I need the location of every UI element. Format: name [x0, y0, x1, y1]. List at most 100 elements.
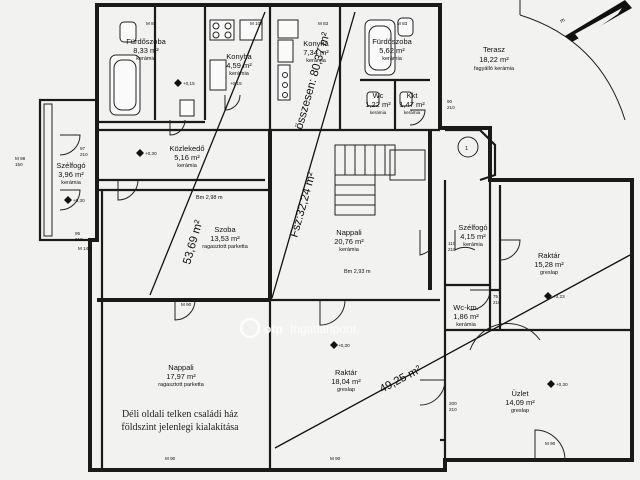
- ceiling-height: Bm 2,98 m: [196, 195, 223, 201]
- room-name: Raktár: [538, 251, 561, 260]
- room-floor: kerámia: [177, 163, 198, 169]
- room-name: Raktár: [335, 368, 358, 377]
- room-name: Wc: [373, 91, 384, 100]
- svg-text:M 83: M 83: [318, 21, 329, 26]
- caption-line-2: földszint jelenlegi kialakítása: [121, 422, 239, 433]
- room-name: Kkt: [407, 91, 419, 100]
- svg-text:210: 210: [449, 407, 457, 412]
- room-area: 13,53 m²: [210, 234, 240, 243]
- room-area: 3,96 m²: [58, 170, 84, 179]
- room-floor: kerámia: [370, 110, 387, 115]
- svg-text:M 108: M 108: [250, 21, 263, 26]
- room-area: 8,33 m²: [133, 46, 159, 55]
- right-entry: [445, 128, 497, 182]
- room-name: Üzlet: [511, 389, 529, 398]
- room-name: Nappali: [336, 228, 362, 237]
- room-name: Fürdőszoba: [126, 37, 166, 46]
- room-floor: kerámia: [61, 180, 82, 186]
- room-floor: ragasztott parketta: [158, 382, 204, 388]
- room-name: Konyha: [303, 39, 329, 48]
- room-area: 18,22 m²: [479, 55, 509, 64]
- room-area: 17,97 m²: [166, 372, 196, 381]
- svg-text:M 90: M 90: [165, 456, 176, 461]
- room-area: 5,16 m²: [174, 153, 200, 162]
- room-name: Szélfogó: [458, 223, 487, 232]
- room-labels: Fürdőszoba 8,33 m² kerámia Konyha 4,59 m…: [56, 37, 564, 414]
- level-value: +0,30: [73, 198, 85, 203]
- room-floor: ragasztott parketta: [202, 244, 248, 250]
- room-floor: kerámia: [463, 242, 484, 248]
- room-floor: kerámia: [456, 322, 477, 328]
- svg-text:210: 210: [448, 247, 456, 252]
- room-floor: greslap: [540, 270, 558, 276]
- level-value: +0,15: [183, 81, 195, 86]
- room-name: Konyha: [226, 52, 252, 61]
- room-area: 1,22 m²: [365, 100, 391, 109]
- svg-text:95: 95: [75, 231, 81, 236]
- room-floor: greslap: [511, 408, 529, 414]
- svg-text:210: 210: [80, 152, 88, 157]
- room-area: 18,04 m²: [331, 377, 361, 386]
- level-value: +0,30: [556, 382, 568, 387]
- svg-text:210: 210: [75, 237, 83, 242]
- svg-text:otp: otp: [264, 322, 283, 336]
- svg-text:110: 110: [448, 241, 456, 246]
- room-area: 5,62 m²: [379, 46, 405, 55]
- room-floor: kerámia: [382, 56, 403, 62]
- watermark-logo: otp Ingatlanpont: [239, 317, 357, 339]
- area-lines: [149, 11, 631, 449]
- room-name: Fürdőszoba: [372, 37, 412, 46]
- svg-text:M 90: M 90: [330, 456, 341, 461]
- svg-text:M 98: M 98: [15, 156, 26, 161]
- room-name: Szélfogó: [56, 161, 85, 170]
- room-floor: kerámia: [306, 58, 327, 64]
- svg-text:200: 200: [449, 401, 457, 406]
- svg-text:210: 210: [493, 300, 501, 305]
- svg-text:M 83: M 83: [397, 21, 408, 26]
- level-value: +0,30: [338, 343, 350, 348]
- room-name: Terasz: [483, 45, 505, 54]
- svg-text:M 90: M 90: [181, 302, 192, 307]
- ceiling-height: Bm 2,93 m: [344, 269, 371, 275]
- level-value: +0,15: [230, 81, 242, 86]
- svg-text:97: 97: [80, 146, 86, 151]
- dimension-labels: M 83 M 108 M 83 M 83 90 210 97 210 M 98 …: [15, 21, 556, 461]
- north-arrow-icon: E: [558, 0, 632, 42]
- room-area: 4,59 m²: [226, 61, 252, 70]
- entrance-number: 1: [465, 146, 468, 152]
- room-area: 1,86 m²: [453, 312, 479, 321]
- staircase: [334, 144, 426, 216]
- svg-text:M 83: M 83: [146, 21, 157, 26]
- svg-text:Ingatlanpont: Ingatlanpont: [290, 322, 357, 336]
- room-name: Wc-km.: [453, 303, 478, 312]
- room-floor: fagyálló kerámia: [474, 66, 515, 72]
- room-area: 4,15 m²: [460, 232, 486, 241]
- room-name: Közlekedő: [169, 144, 204, 153]
- left-vestibule: [38, 98, 99, 242]
- level-marks: [64, 79, 555, 388]
- door-swings: [59, 94, 566, 461]
- room-name: Nappali: [168, 363, 194, 372]
- room-floor: greslap: [337, 387, 355, 393]
- room-area: 15,28 m²: [534, 260, 564, 269]
- room-area: 7,34 m²: [303, 48, 329, 57]
- room-floor: kerámia: [339, 247, 360, 253]
- room-floor: kerámia: [136, 56, 157, 62]
- level-value: +0,30: [145, 151, 157, 156]
- room-name: Szoba: [214, 225, 236, 234]
- svg-text:150: 150: [15, 162, 23, 167]
- room-floor: kerámia: [229, 71, 250, 77]
- fixtures: [109, 17, 414, 117]
- room-area: 20,76 m²: [334, 237, 364, 246]
- room-floor: kerámia: [404, 110, 421, 115]
- svg-text:M 90: M 90: [545, 441, 556, 446]
- svg-text:E: E: [558, 18, 565, 24]
- svg-text:75: 75: [493, 294, 499, 299]
- room-area: 14,09 m²: [505, 398, 535, 407]
- walls: [88, 3, 634, 472]
- caption-line-1: Déli oldali telken családi ház: [122, 409, 239, 420]
- level-value: +0,23: [553, 294, 565, 299]
